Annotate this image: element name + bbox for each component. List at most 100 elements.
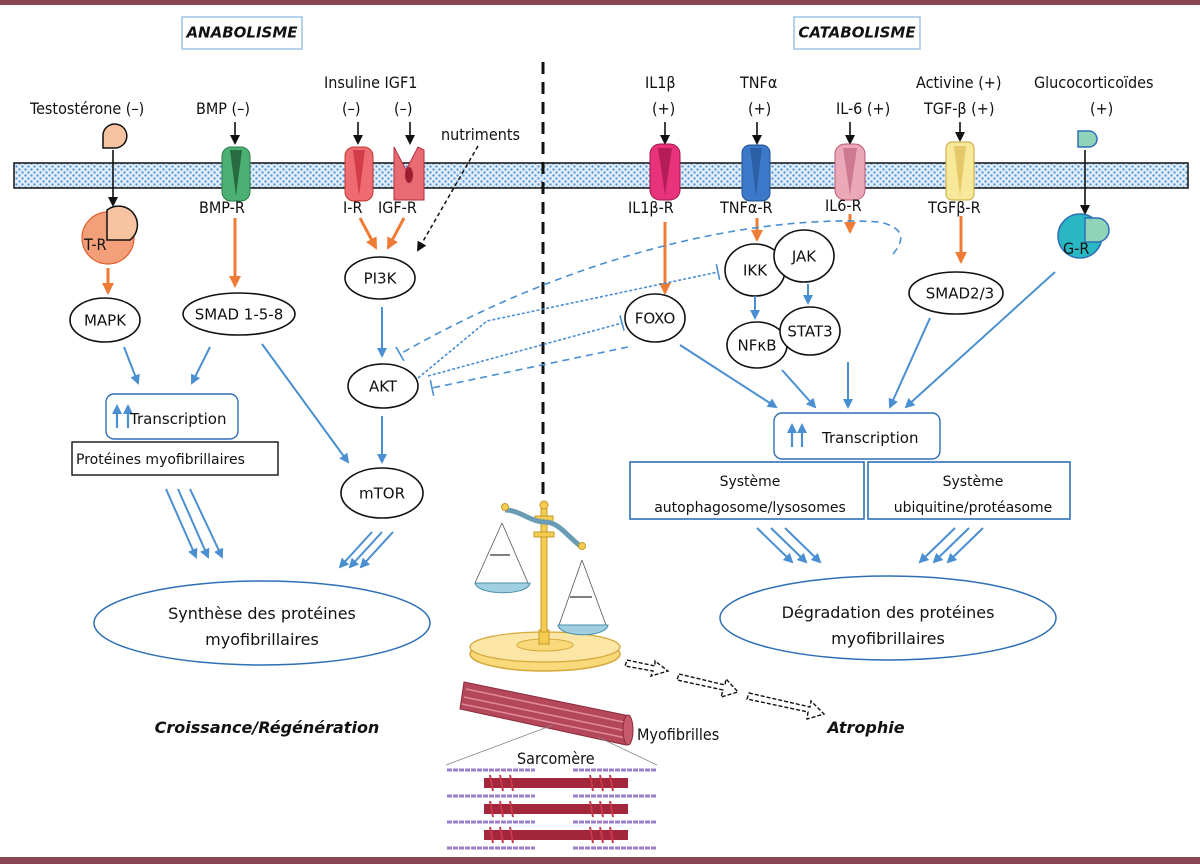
bottom-frame-bar — [0, 857, 1200, 864]
insulin-igf1-label: Insuline IGF1 — [324, 73, 417, 92]
glucocorticoid-receptor-icon: G-R — [1057, 213, 1110, 259]
akt-foxo-inhibition — [427, 315, 625, 377]
triple-arrow-ubiquitin — [918, 527, 984, 564]
svg-text:ANABOLISME: ANABOLISME — [185, 24, 298, 42]
nutrients-label: nutriments — [441, 125, 520, 144]
transcription-box-right: Transcription — [773, 412, 941, 460]
tnfa-sign: (+) — [748, 99, 771, 118]
svg-text:MAPK: MAPK — [84, 312, 127, 330]
svg-text:FOXO: FOXO — [635, 310, 676, 328]
svg-text:AKT: AKT — [369, 378, 398, 396]
tr-label: T-R — [83, 235, 107, 254]
myosin-head — [609, 800, 614, 818]
triple-arrow-autophagy — [756, 527, 822, 564]
bmp-label: BMP (–) — [196, 99, 250, 118]
il6r-label: IL6-R — [825, 196, 862, 215]
tgfb-label: TGF-β (+) — [923, 99, 994, 118]
svg-text:IKK: IKK — [743, 262, 768, 280]
jak-akt-inhibition — [395, 220, 902, 362]
il1b-label: IL1β — [645, 73, 676, 92]
il1b-receptor-icon — [649, 143, 681, 201]
svg-text:Système: Système — [720, 474, 781, 490]
smad158-node: SMAD 1-5-8 — [182, 292, 296, 336]
glucocorticoids-label: Glucocorticoïdes — [1034, 73, 1154, 92]
svg-text:mTOR: mTOR — [359, 485, 405, 503]
testosterone-receptor-icon: T-R — [81, 205, 139, 265]
atrophy-outcome-label: Atrophie — [825, 718, 904, 737]
svg-text:myofibrillaires: myofibrillaires — [831, 629, 945, 648]
stat3-node: STAT3 — [779, 306, 841, 356]
bmp-receptor-icon — [221, 146, 251, 202]
tnfar-label: TNFα-R — [719, 198, 773, 217]
myosin-head — [589, 800, 594, 818]
ir-label: I-R — [343, 198, 362, 217]
balance-scale-icon — [469, 500, 621, 672]
myosin-head — [609, 774, 614, 792]
myosin-filament — [484, 804, 628, 814]
autophagy-system-box: Système autophagosome/lysosomes — [629, 461, 865, 520]
svg-text:NFκB: NFκB — [738, 337, 777, 355]
akt-ikk-inhibition — [417, 264, 721, 379]
smad23-node: SMAD2/3 — [908, 271, 1004, 315]
nutrients-arrow — [417, 145, 479, 252]
growth-outcome-label: Croissance/Régénération — [155, 718, 380, 737]
sarcomere-icon — [447, 768, 657, 850]
svg-text:PI3K: PI3K — [364, 270, 398, 288]
top-frame-bar — [0, 0, 1200, 5]
testosterone-ligand-icon — [102, 123, 128, 149]
myofibrils-label: Myofibrilles — [637, 725, 719, 744]
svg-text:JAK: JAK — [791, 248, 817, 266]
svg-text:Dégradation des protéines: Dégradation des protéines — [782, 603, 995, 622]
bmpr-label: BMP-R — [199, 198, 245, 217]
svg-text:Protéines myofibrillaires: Protéines myofibrillaires — [76, 452, 245, 468]
svg-text:SMAD 1-5-8: SMAD 1-5-8 — [195, 306, 284, 324]
tgfbr-label: TGFβ-R — [927, 198, 981, 217]
myosin-head — [509, 774, 514, 792]
il1br-label: IL1β-R — [628, 198, 674, 217]
svg-text:SMAD2/3: SMAD2/3 — [926, 285, 994, 303]
tnfa-label: TNFα — [739, 73, 777, 92]
myosin-head — [509, 826, 514, 844]
svg-text:Système: Système — [943, 474, 1004, 490]
gr-label: G-R — [1063, 239, 1089, 258]
myosin-head — [509, 800, 514, 818]
myosin-head — [489, 826, 494, 844]
anabolism-title: ANABOLISME — [181, 16, 303, 50]
mtor-node: mTOR — [340, 467, 424, 519]
degradation-ellipse: Dégradation des protéines myofibrillaire… — [719, 575, 1057, 661]
insulin-receptor-icon — [344, 146, 374, 202]
myofibril-icon — [445, 681, 658, 766]
cell-membrane — [13, 162, 1189, 189]
proteins-box-left: Protéines myofibrillaires — [71, 441, 279, 476]
myosin-filament — [484, 778, 628, 788]
myosin-head — [499, 826, 504, 844]
ubiquitin-system-box: Système ubiquitine/protéasome — [867, 461, 1071, 520]
testosterone-label: Testostérone (–) — [29, 99, 144, 118]
insulin-sign: (–) — [342, 99, 360, 118]
glucocorticoids-sign: (+) — [1090, 99, 1113, 118]
myosin-head — [599, 774, 604, 792]
foxo-node: FOXO — [624, 293, 686, 343]
glucocorticoid-ligand-icon — [1077, 130, 1098, 148]
jak-node: JAK — [773, 229, 835, 283]
triple-arrow-proteins — [165, 488, 224, 559]
myosin-head — [599, 826, 604, 844]
il1b-sign: (+) — [652, 99, 675, 118]
myosin-head — [599, 800, 604, 818]
tgfb-receptor-icon — [945, 141, 975, 201]
myosin-head — [489, 800, 494, 818]
myosin-head — [589, 826, 594, 844]
foxo-akt-inhibition — [429, 346, 629, 396]
igfr-label: IGF-R — [378, 198, 417, 217]
synthesis-ellipse: Synthèse des protéines myofibrillaires — [93, 580, 431, 666]
svg-text:STAT3: STAT3 — [787, 323, 832, 341]
myosin-filament — [484, 830, 628, 840]
svg-text:Transcription: Transcription — [129, 410, 226, 428]
svg-text:Synthèse des protéines: Synthèse des protéines — [168, 604, 356, 623]
myosin-head — [489, 774, 494, 792]
mapk-node: MAPK — [69, 297, 141, 343]
pi3k-node: PI3K — [344, 256, 416, 300]
il6-label: IL-6 (+) — [836, 99, 890, 118]
catabolism-title: CATABOLISME — [793, 16, 921, 50]
activin-label: Activine (+) — [916, 73, 1001, 92]
